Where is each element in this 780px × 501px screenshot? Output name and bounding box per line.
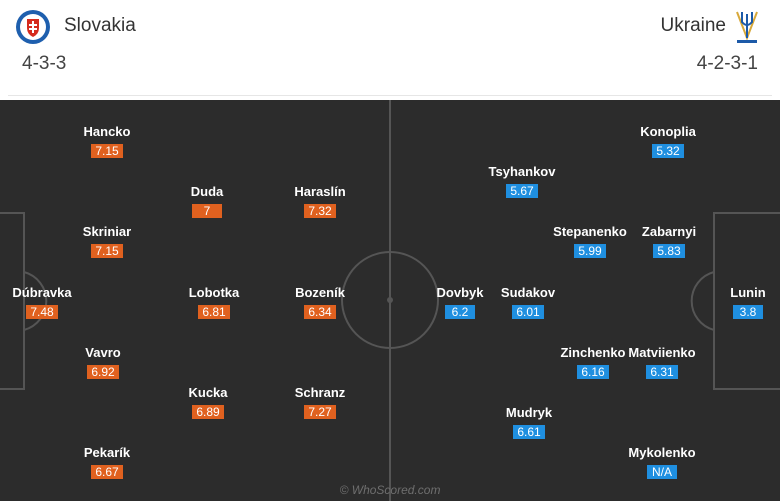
player-rating: 5.67 <box>506 184 538 198</box>
player-name: Lobotka <box>188 285 240 300</box>
player-rating: 6.2 <box>445 305 475 319</box>
player-name: Dovbyk <box>436 285 484 300</box>
player-haraslin[interactable]: Haraslín 7.32 <box>280 184 360 220</box>
player-rating: 6.81 <box>198 305 230 319</box>
player-name: Schranz <box>294 385 346 400</box>
player-name: Zinchenko <box>560 345 626 360</box>
player-rating: 6.31 <box>646 365 678 379</box>
player-name: Matviienko <box>628 345 696 360</box>
header-divider <box>8 95 772 96</box>
player-dubravka[interactable]: Dúbravka 7.48 <box>2 285 82 321</box>
player-hancko[interactable]: Hancko 7.15 <box>67 124 147 160</box>
player-rating: 7.15 <box>91 244 123 258</box>
player-mykolenko[interactable]: Mykolenko N/A <box>622 445 702 481</box>
player-matviienko[interactable]: Matviienko 6.31 <box>622 345 702 381</box>
player-pekarik[interactable]: Pekarík 6.67 <box>67 445 147 481</box>
player-name: Pekarík <box>83 445 131 460</box>
player-rating: 7 <box>192 204 222 218</box>
player-name: Kucka <box>188 385 228 400</box>
player-name: Dúbravka <box>12 285 72 300</box>
player-name: Vavro <box>85 345 121 360</box>
player-rating: 6.89 <box>192 405 224 419</box>
player-stepanenko[interactable]: Stepanenko 5.99 <box>550 224 630 260</box>
player-name: Sudakov <box>500 285 556 300</box>
player-rating: 7.27 <box>304 405 336 419</box>
player-rating: 6.34 <box>304 305 336 319</box>
player-rating: 6.67 <box>91 465 123 479</box>
player-name: Haraslín <box>294 184 346 199</box>
player-kucka[interactable]: Kucka 6.89 <box>168 385 248 421</box>
player-name: Skriniar <box>82 224 132 239</box>
home-formation: 4-3-3 <box>22 53 67 74</box>
player-lobotka[interactable]: Lobotka 6.81 <box>174 285 254 321</box>
player-dovbyk[interactable]: Dovbyk 6.2 <box>420 285 500 321</box>
player-zabarnyi[interactable]: Zabarnyi 5.83 <box>629 224 709 260</box>
player-rating: 7.15 <box>91 144 123 158</box>
player-vavro[interactable]: Vavro 6.92 <box>63 345 143 381</box>
player-rating: N/A <box>647 465 677 479</box>
player-rating: 5.32 <box>652 144 684 158</box>
player-name: Konoplia <box>640 124 696 139</box>
player-name: Mudryk <box>505 405 553 420</box>
player-name: Bozeník <box>295 285 345 300</box>
ukraine-crest-icon <box>736 11 758 43</box>
player-lunin[interactable]: Lunin 3.8 <box>708 285 780 321</box>
player-name: Duda <box>190 184 224 199</box>
player-bozenik[interactable]: Bozeník 6.34 <box>280 285 360 321</box>
player-skriniar[interactable]: Skriniar 7.15 <box>67 224 147 260</box>
home-team-name[interactable]: Slovakia <box>64 15 136 36</box>
player-rating: 7.32 <box>304 204 336 218</box>
player-name: Lunin <box>730 285 766 300</box>
player-schranz[interactable]: Schranz 7.27 <box>280 385 360 421</box>
player-rating: 3.8 <box>733 305 763 319</box>
pitch-lines <box>0 100 780 501</box>
player-duda[interactable]: Duda 7 <box>167 184 247 220</box>
slovakia-crest-icon <box>16 10 50 44</box>
player-rating: 6.16 <box>577 365 609 379</box>
player-name: Zabarnyi <box>641 224 697 239</box>
player-name: Mykolenko <box>628 445 696 460</box>
player-name: Stepanenko <box>553 224 627 239</box>
player-rating: 5.99 <box>574 244 606 258</box>
player-rating: 6.92 <box>87 365 119 379</box>
watermark: © WhoScored.com <box>339 483 441 497</box>
pitch: Hancko 7.15 Duda 7 Haraslín 7.32 Skrinia… <box>0 100 780 501</box>
away-team-name[interactable]: Ukraine <box>660 15 726 36</box>
player-rating: 6.61 <box>513 425 545 439</box>
player-rating: 5.83 <box>653 244 685 258</box>
player-rating: 6.01 <box>512 305 544 319</box>
away-formation: 4-2-3-1 <box>696 53 758 74</box>
player-rating: 7.48 <box>26 305 58 319</box>
player-name: Tsyhankov <box>488 164 556 179</box>
player-zinchenko[interactable]: Zinchenko 6.16 <box>553 345 633 381</box>
player-sudakov[interactable]: Sudakov 6.01 <box>488 285 568 321</box>
player-mudryk[interactable]: Mudryk 6.61 <box>489 405 569 441</box>
match-header: Slovakia 4-3-3 Ukraine 4-2-3-1 <box>0 0 780 96</box>
player-tsyhankov[interactable]: Tsyhankov 5.67 <box>482 164 562 200</box>
player-konoplia[interactable]: Konoplia 5.32 <box>628 124 708 160</box>
player-name: Hancko <box>83 124 131 139</box>
